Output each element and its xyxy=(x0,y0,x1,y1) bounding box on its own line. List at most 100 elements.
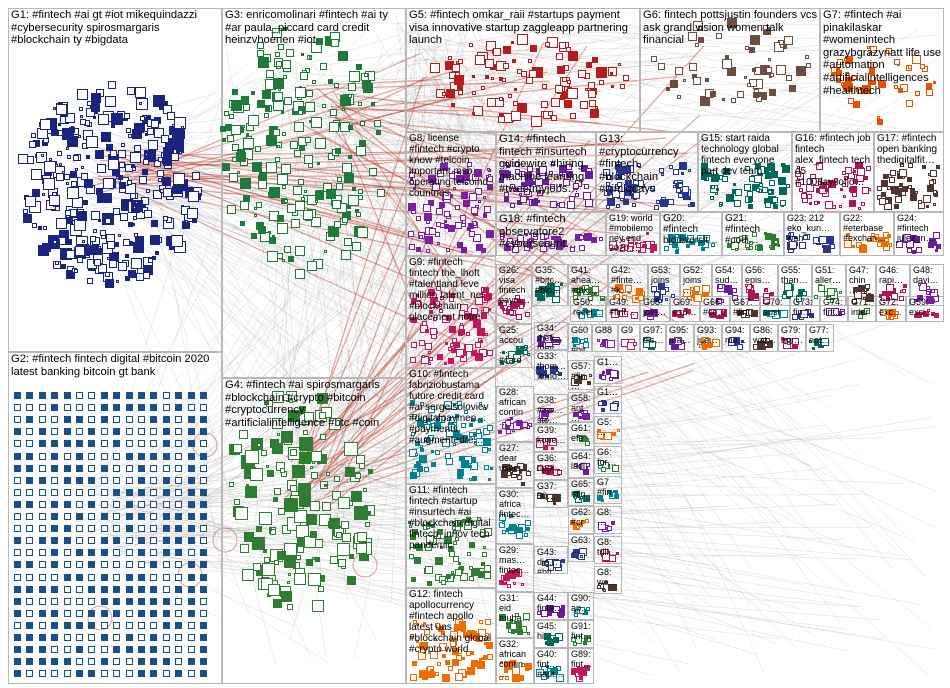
group-label: G34: thefi… they xyxy=(537,323,566,350)
group-panel-g28: G28: african contin… xyxy=(496,386,534,442)
group-panel-g57: G57: #fin… #b… xyxy=(568,360,594,390)
group-panel-g25: G25: accou… #care #acco xyxy=(496,324,532,368)
group-panel-g66: G66: #co… xyxy=(700,296,730,322)
group-label: G8: trill… xyxy=(597,537,618,557)
group-panel-g95: G95: ma… xyxy=(666,324,694,352)
group-label: G4: #fintech #ai spirosmargaris #blockch… xyxy=(225,379,383,429)
group-label: G39: kope… xyxy=(537,425,566,445)
group-panel-g90: G90: ap… xyxy=(568,592,594,620)
group-label: G86: wat… xyxy=(753,325,777,345)
group-label: G25: accou… #care #acco xyxy=(499,325,524,367)
group-panel-g16: G16: #fintech job fintech alex_fintech t… xyxy=(792,132,874,212)
group-panel-g8d: G8: … xyxy=(594,506,622,534)
group-panel-g63: G63: … xyxy=(568,534,594,562)
group-label: G45: hi… xyxy=(537,621,560,641)
group-panel-g7: G7: #fintech #ai pinakilaskar #womeninte… xyxy=(820,8,944,132)
group-label: G6: for… xyxy=(597,447,617,467)
group-panel-g65: G65: #fin… xyxy=(568,478,594,506)
group-label: G66: #co… xyxy=(703,297,727,317)
group-label: G21: #fintech #codi… xyxy=(725,213,763,246)
group-label: G60: #bit… xyxy=(571,325,589,352)
group-panel-g86: G86: wat… xyxy=(750,324,778,352)
group-panel-g2: G2: #fintech fintech digital #bitcoin 20… xyxy=(8,352,222,684)
group-panel-g8b: G8: trill… xyxy=(594,536,622,564)
group-label: G48: davi… xyxy=(913,265,939,285)
group-label: G94: me… xyxy=(725,325,748,345)
group-label: G33: thom… tomo… xyxy=(537,351,567,380)
group-label: G91: fint… xyxy=(571,621,594,641)
group-panel-g69: G69: esu… xyxy=(670,296,700,322)
group-panel-g43: G43: die… #bti… xyxy=(534,546,568,574)
group-label: G8: license #fintech #crypto know #telco… xyxy=(409,133,491,199)
group-panel-g9b: G9 xyxy=(618,324,640,352)
group-panel-g91: G91: fint… xyxy=(568,620,594,648)
group-label: G77: not… xyxy=(809,325,832,345)
group-label: G68: join… xyxy=(643,297,667,317)
group-label: G97: dis… xyxy=(643,325,666,345)
group-panel-g26: G26: visa fintech paym… xyxy=(496,264,532,324)
group-panel-g31: G31: eid muba… xyxy=(496,592,534,638)
group-label: G2: #fintech fintech digital #bitcoin 20… xyxy=(11,353,213,378)
group-panel-g70: G70: aust… xyxy=(760,296,790,322)
group-panel-g10: G10: #fintech fabriziobustama future cre… xyxy=(406,368,496,484)
group-label: G1… xyxy=(597,387,619,397)
group-panel-g22: G22: #eterbase #exchan… xyxy=(840,212,894,256)
group-panel-g1b: G1… xyxy=(594,386,622,414)
group-label: G43: die… #bti… xyxy=(537,547,561,574)
group-label: G3: enricomolinari #fintech #ai ty #ar p… xyxy=(225,9,392,47)
group-label: G62: #cr… xyxy=(571,507,594,534)
group-label: G38: #ins… sto… xyxy=(537,395,566,424)
group-panel-g1c: G1… xyxy=(594,356,622,384)
group-label: G28: african contin… xyxy=(499,387,529,427)
group-label: G70: aust… xyxy=(763,297,786,322)
group-label: G32: african contin… xyxy=(499,639,529,679)
group-label: G8: we… xyxy=(597,567,618,587)
group-label: G41: ahea… #tak… xyxy=(571,265,603,295)
group-label: G12: fintech apollocurrency #fintech apo… xyxy=(409,589,495,655)
group-panel-g50: G50: recei… xyxy=(570,296,606,322)
group-panel-g17: G17: #fintech open banking thedigitalfit… xyxy=(874,132,944,212)
group-panel-g4: G4: #fintech #ai spirosmargaris #blockch… xyxy=(222,378,406,684)
group-label: G31: eid muba… xyxy=(499,593,531,623)
group-panel-g5b: G5: … xyxy=(594,416,622,444)
group-label: G37: 50… xyxy=(537,481,560,501)
group-panel-g24: G24: #fintech julez_n… xyxy=(894,212,944,256)
group-label: G17: #fintech open banking thedigitalfit… xyxy=(877,133,940,166)
group-label: G69: esu… xyxy=(673,297,697,317)
group-label: G93: jue… xyxy=(697,325,720,345)
group-panel-g35: G35: #bitc… #blo… xyxy=(532,264,568,306)
group-label: G42: #finte… #k… xyxy=(611,265,645,295)
group-panel-g14: G14: #fintech fintech #insurtech guidewi… xyxy=(496,132,596,212)
group-panel-g27: G27: dear users… xyxy=(496,442,534,488)
group-panel-g67: G67: #fint… xyxy=(730,296,760,322)
group-label: G79: agr… xyxy=(781,325,804,345)
group-label: G26: visa fintech paym… xyxy=(499,265,531,305)
group-panel-g62: G62: #cr… xyxy=(568,506,594,534)
group-label: G22: #eterbase #exchan… xyxy=(843,213,887,243)
group-label: G1: #fintech #ai gt #iot mikequindazzi #… xyxy=(11,9,201,47)
group-panel-g58: G58: ant… xyxy=(568,392,594,422)
group-label: G40: fint… #aut… xyxy=(537,649,564,679)
group-panel-g49: G49: #fint… xyxy=(606,296,640,322)
group-label: G55: than… xyxy=(781,265,808,285)
group-panel-g6: G6: fintech pottsjustin founders vcs ask… xyxy=(640,8,820,132)
group-panel-g5: G5: #fintech omkar_raii #startups paymen… xyxy=(406,8,640,132)
group-panel-g93: G93: jue… xyxy=(694,324,722,352)
group-label: G47: chin… xyxy=(849,265,872,295)
group-label: G18: #fintech observatore2 #cybersecurit… xyxy=(499,213,577,251)
group-panel-g12: G12: fintech apollocurrency #fintech apo… xyxy=(406,588,496,684)
group-label: G9: #fintech fintech the_lhoft #talentla… xyxy=(409,257,487,323)
group-label: G23: 212 eko_kun… wah xyxy=(787,213,833,243)
group-label: G58: ant… xyxy=(571,393,594,422)
group-label: G11: #fintech fintech #startup #insurtec… xyxy=(409,485,494,551)
group-panel-g11: G11: #fintech fintech #startup #insurtec… xyxy=(406,484,496,588)
group-panel-g94: G94: me… xyxy=(722,324,750,352)
group-label: G59: exci… xyxy=(909,297,935,317)
group-label: G67: #fint… xyxy=(733,297,756,322)
group-label: G24: #fintech julez_n… xyxy=(897,213,935,243)
group-label: G44: finte… xyxy=(537,593,564,613)
group-label: G74: fint… xyxy=(823,297,846,317)
group-panel-g74: G74: fint… xyxy=(820,296,848,322)
group-panel-g71: G71: inter… xyxy=(848,296,876,322)
